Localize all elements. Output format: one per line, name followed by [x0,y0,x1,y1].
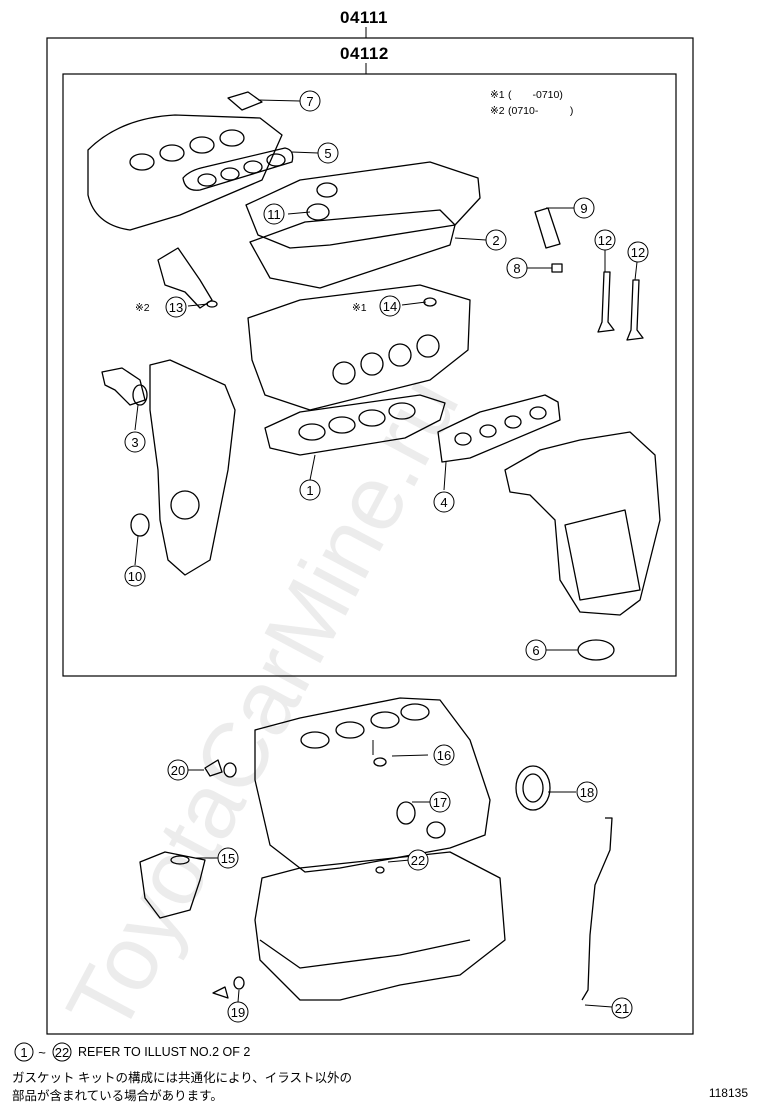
crank-oil-seal-outline [130,513,150,537]
svg-text:13: 13 [169,300,183,315]
svg-text:5: 5 [324,146,331,161]
valve-cover-gasket-outline [249,209,456,289]
svg-text:11: 11 [267,207,281,222]
svg-text:18: 18 [580,785,594,800]
callout-7: 7 [299,90,321,112]
svg-text:1: 1 [306,483,313,498]
japanese-note-line1: ガスケット キットの構成には共通化により、イラスト以外の [12,1071,352,1085]
svg-text:12: 12 [598,233,612,248]
callout-2: 2 [485,229,507,251]
svg-text:12: 12 [631,245,645,260]
callout-4: 4 [433,491,455,513]
callouts: 7 5 11 2 9 8 12 12 ※2 13 ※1 14 3 1 4 10 … [124,90,649,1023]
callout-21: 21 [611,997,633,1019]
callout-8: 8 [506,257,528,279]
svg-text:9: 9 [580,201,587,216]
rear-oil-seal-outline [515,765,551,811]
exhaust-manifold-outline [504,431,661,616]
svg-text:8: 8 [513,261,520,276]
callout-22: 22 [407,849,429,871]
svg-text:15: 15 [221,851,235,866]
callout-11: 11 [263,203,285,225]
svg-text:22: 22 [55,1045,69,1060]
callout-10: 10 [124,565,146,587]
throttle-gasket-outline [227,91,263,111]
callout-5: 5 [317,142,339,164]
callout-12a: 12 [594,229,616,251]
callout-20: 20 [167,759,189,781]
figure-number: 118135 [708,1086,748,1100]
callout-17: 17 [429,791,451,813]
svg-text:16: 16 [437,748,451,763]
part-outlines [87,91,661,1001]
svg-text:17: 17 [433,795,447,810]
callout-1: 1 [299,479,321,501]
callout-3: 3 [124,431,146,453]
svg-text:~: ~ [38,1045,46,1060]
callout-14: ※1 14 [352,295,401,317]
callout-6: 6 [525,639,547,661]
intake-manifold-outline [87,114,283,231]
injector-outline [534,207,561,249]
svg-text:※1: ※1 [352,302,367,314]
cylinder-block-outline [254,697,491,873]
oil-control-valve-outline [157,247,213,309]
svg-text:1: 1 [20,1045,27,1060]
callout-12b: 12 [627,241,649,263]
callout-19: 19 [227,1001,249,1023]
cylinder-head-gasket-outline [264,394,446,456]
japanese-note-line2: 部品が含まれている場合があります。 [12,1089,223,1103]
svg-text:22: 22 [411,853,425,868]
svg-text:3: 3 [131,435,138,450]
svg-text:※2: ※2 [490,105,505,117]
inner-kit-frame [62,73,677,677]
svg-text:14: 14 [383,299,397,314]
inner-kit-code: 04112 [340,44,389,63]
svg-text:19: 19 [231,1005,245,1020]
intake-valve-outline [597,271,615,333]
oil-pan-outline [254,851,506,1001]
exhaust-ring-outline [577,639,615,661]
svg-text:6: 6 [532,643,539,658]
footer-callout-range: 1 ~ 22 [14,1042,72,1062]
svg-text:4: 4 [440,495,447,510]
svg-text:※1: ※1 [490,89,505,101]
callout-15: 15 [217,847,239,869]
exhaust-manifold-gasket-outline [437,394,561,463]
outer-kit-frame [46,37,694,1035]
svg-text:2: 2 [492,233,499,248]
date-range-legend: ※1 ( -0710) ※2 (0710- ) [490,89,573,117]
svg-text:21: 21 [615,1001,629,1016]
callout-9: 9 [573,197,595,219]
oil-filler-cap-outline [316,182,338,198]
exhaust-valve-outline [626,279,644,341]
intake-manifold-gasket-outline [182,147,294,191]
outer-kit-code: 04111 [340,8,388,27]
svg-text:※2: ※2 [135,302,150,314]
dipstick-tube-outline [581,817,613,1001]
refer-note: REFER TO ILLUST NO.2 OF 2 [78,1045,251,1059]
timing-chain-cover-outline [149,359,236,576]
watermark-text: ToyotaCarMine.ru [48,360,479,1049]
callout-16: 16 [433,744,455,766]
cylinder-head-outline [247,284,471,411]
callout-13: ※2 13 [135,296,187,318]
leader-lines [134,99,638,1008]
svg-text:( -0710): ( -0710) [508,89,563,101]
water-pump-outline [139,851,206,919]
callout-18: 18 [576,781,598,803]
valve-cover-outline [245,161,481,249]
svg-text:7: 7 [306,94,313,109]
svg-text:20: 20 [171,763,185,778]
svg-text:10: 10 [128,569,142,584]
svg-text:(0710- ): (0710- ) [508,105,573,117]
